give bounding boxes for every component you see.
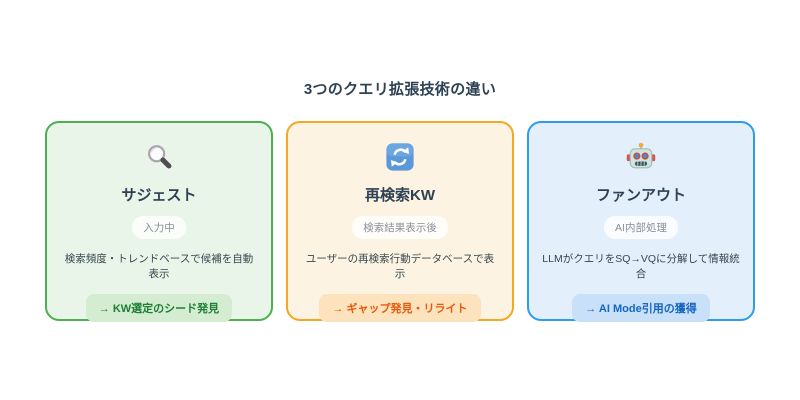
card-research-kw: 再検索KW 検索結果表示後 ユーザーの再検索行動データベースで表示 → ギャップ… xyxy=(286,121,514,322)
card-description: ユーザーの再検索行動データベースで表示 xyxy=(305,253,495,280)
magnifying-glass-icon xyxy=(144,142,174,172)
card-suggest: サジェスト 入力中 検索頻度・トレンドベースで候補を自動表示 → KW選定のシー… xyxy=(45,121,273,322)
cards-container: サジェスト 入力中 検索頻度・トレンドベースで候補を自動表示 → KW選定のシー… xyxy=(0,121,800,322)
outcome-badge: → KW選定のシード発見 xyxy=(85,294,233,322)
outcome-badge: → ギャップ発見・リライト xyxy=(319,294,481,322)
card-title: 再検索KW xyxy=(365,187,435,204)
arrows-cycle-icon xyxy=(385,142,415,172)
card-description: 検索頻度・トレンドベースで候補を自動表示 xyxy=(64,253,254,280)
stage-badge: 検索結果表示後 xyxy=(352,216,448,239)
card-description: LLMがクエリをSQ→VQに分解して情報統合 xyxy=(542,253,740,280)
robot-icon xyxy=(626,142,656,172)
stage-badge: AI内部処理 xyxy=(604,216,678,239)
outcome-badge: → AI Mode引用の獲得 xyxy=(572,294,710,322)
page-title: 3つのクエリ拡張技術の違い xyxy=(303,81,497,98)
card-title: ファンアウト xyxy=(595,187,686,204)
card-title: サジェスト xyxy=(121,187,197,204)
card-fanout: ファンアウト AI内部処理 LLMがクエリをSQ→VQに分解して情報統合 → A… xyxy=(527,121,755,322)
stage-badge: 入力中 xyxy=(132,216,186,239)
